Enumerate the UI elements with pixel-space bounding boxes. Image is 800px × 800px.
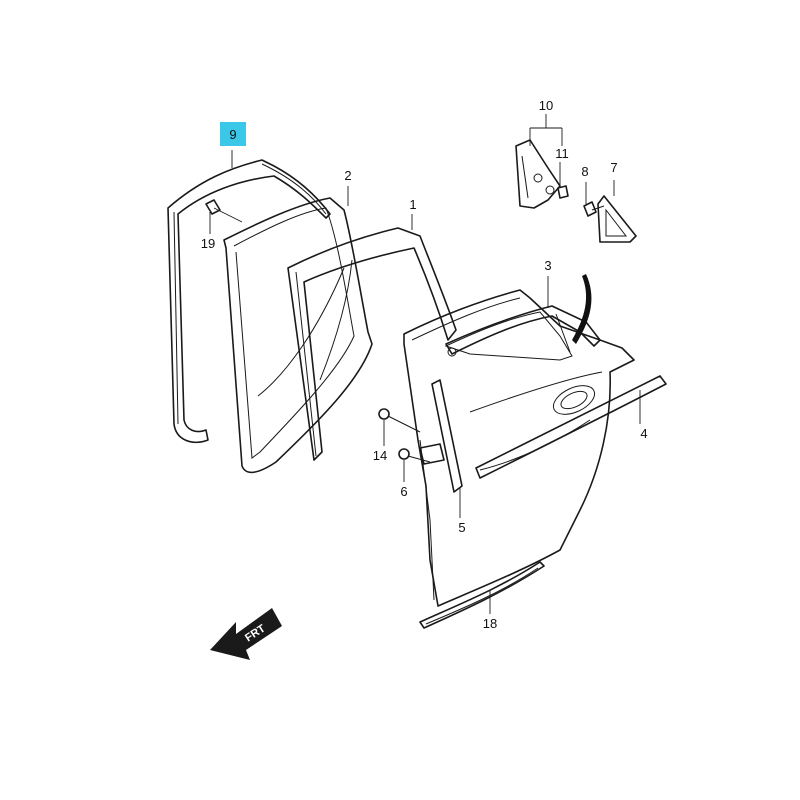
rear-door-panel[interactable]: [403, 289, 635, 607]
part-3-window-channel[interactable]: [445, 305, 601, 357]
part-10-quarter-bracket[interactable]: [515, 139, 561, 209]
part-6-screw[interactable]: [398, 448, 431, 463]
callout-4[interactable]: 4: [640, 426, 647, 441]
part-4-belt-molding[interactable]: [475, 375, 667, 479]
callout-19[interactable]: 19: [201, 236, 215, 251]
callout-3[interactable]: 3: [544, 258, 551, 273]
part-18-lower-molding[interactable]: [419, 561, 545, 629]
part-19-clip[interactable]: [205, 199, 221, 215]
part-1-inner-door-seal[interactable]: [287, 227, 457, 461]
callout-9[interactable]: 9: [229, 127, 236, 142]
part-14-bolt[interactable]: [378, 408, 421, 433]
part-5-pillar-garnish[interactable]: [419, 379, 463, 493]
callout-2[interactable]: 2: [344, 168, 351, 183]
callout-14[interactable]: 14: [373, 448, 387, 463]
part-2-door-frame-seal[interactable]: [223, 197, 373, 474]
callout-8[interactable]: 8: [581, 164, 588, 179]
front-arrow-icon: FRT: [210, 608, 282, 660]
callout-10[interactable]: 10: [539, 98, 553, 113]
leader-lines: [209, 114, 641, 614]
callout-6[interactable]: 6: [400, 484, 407, 499]
callout-18[interactable]: 18: [483, 616, 497, 631]
callout-11[interactable]: 11: [555, 146, 569, 161]
callout-1[interactable]: 1: [409, 197, 416, 212]
callout-9-highlight: [220, 122, 246, 146]
callout-7[interactable]: 7: [610, 160, 617, 175]
callout-5[interactable]: 5: [458, 520, 465, 535]
window-rear-rubber-strip: [572, 274, 592, 344]
part-8-screw[interactable]: [583, 201, 605, 217]
part-7-quarter-window-trim[interactable]: [597, 195, 637, 243]
part-11-bracket-clip[interactable]: [557, 185, 569, 199]
